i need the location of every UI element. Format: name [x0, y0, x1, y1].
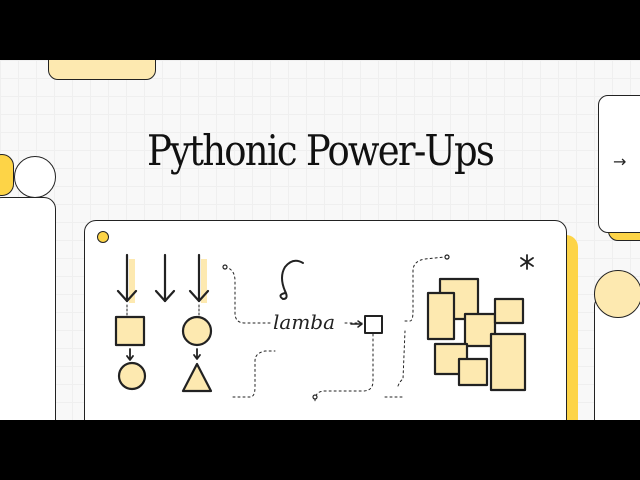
triangle-icon: [181, 362, 213, 393]
left-circle-decoration: [14, 156, 56, 198]
down-arrow-icon: [154, 253, 176, 303]
box-cluster-icon: [426, 277, 527, 392]
next-slide-button[interactable]: →: [598, 95, 640, 233]
asterisk-icon: [520, 254, 534, 270]
lambda-curl-icon: [279, 259, 304, 300]
left-card-decoration: [0, 197, 56, 420]
square-icon: [364, 315, 383, 334]
down-arrow-icon: [188, 253, 210, 303]
left-yellow-pill: [0, 154, 14, 196]
right-circle-decoration: [594, 270, 640, 318]
down-arrow-icon: [116, 253, 138, 303]
square-icon: [114, 315, 146, 347]
lambda-label: lamba: [273, 310, 335, 334]
circle-icon: [181, 315, 213, 347]
arrow-right-icon: →: [613, 152, 627, 171]
page-title: Pythonic Power-Ups: [146, 126, 495, 175]
slide-canvas: → Pythonic Power-Ups: [0, 60, 640, 420]
yellow-dot-icon: [97, 231, 109, 243]
illustration-svg: lamba: [114, 253, 534, 402]
top-tab-decoration: [48, 60, 156, 80]
circle-icon: [117, 361, 147, 391]
illustration-card: lamba: [84, 220, 567, 420]
